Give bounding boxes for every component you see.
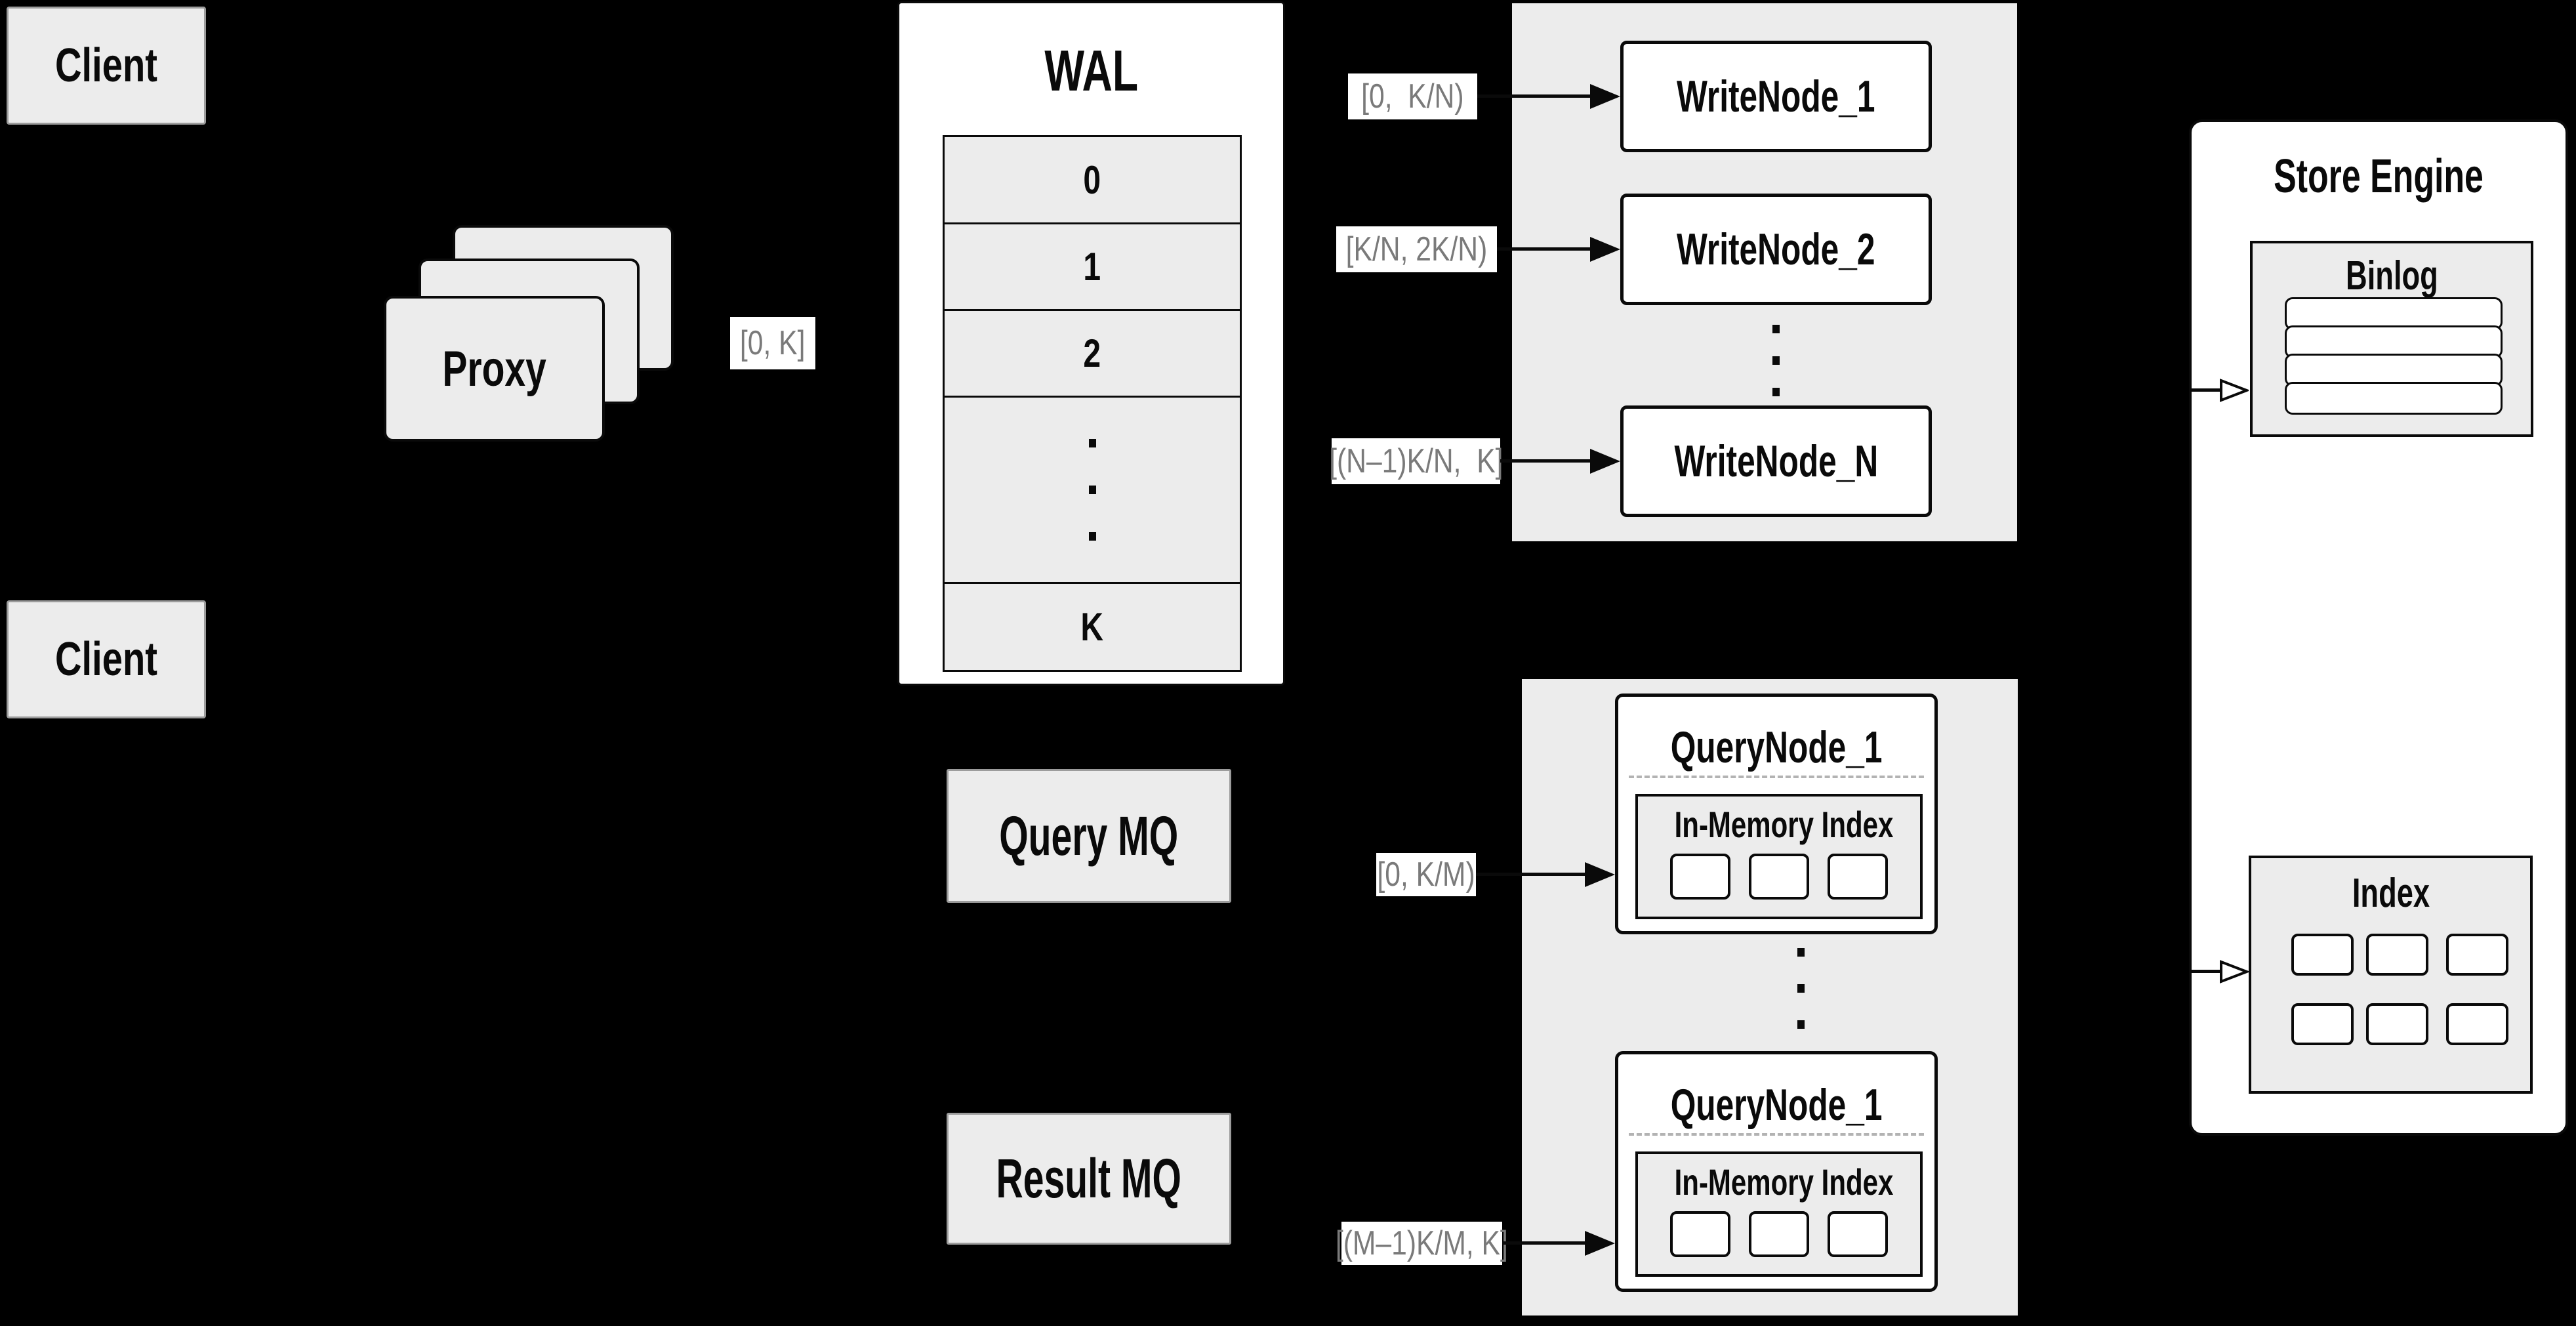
binlog-row: [2285, 382, 2503, 415]
range-label-query-m: [(M–1)K/M, K]: [1336, 1222, 1508, 1265]
range-label-write-n: [(N–1)K/N, K]: [1329, 438, 1503, 484]
result-mq-label: Result MQ: [996, 1148, 1182, 1209]
wal-row-2: 2: [943, 309, 1242, 398]
index-chip: [2446, 934, 2508, 976]
ellipsis-dot-icon: [1772, 356, 1780, 365]
in-memory-index-label-1: In-Memory Index: [1674, 804, 1894, 845]
segment-chip: [1670, 854, 1730, 900]
arrowhead-icon: [1590, 237, 1620, 262]
store-engine-title: Store Engine: [2274, 150, 2484, 203]
proxy-card-front: Proxy: [384, 296, 605, 442]
ellipsis-dot-icon: [1772, 388, 1780, 396]
query-node-1-box: QueryNode_1 In-Memory Index: [1615, 694, 1938, 934]
open-arrowhead-icon: [2220, 379, 2249, 402]
arrowhead-icon: [1585, 862, 1615, 887]
open-arrowhead-icon: [2220, 960, 2249, 984]
arrowhead-icon: [1590, 84, 1620, 109]
wal-box: WAL 0 1 2 K: [897, 1, 1285, 686]
range-label-proxy-wal: [0, K]: [730, 317, 815, 369]
arrow-wal-writenode-1: [1477, 94, 1590, 98]
result-mq-box: Result MQ: [947, 1113, 1231, 1245]
arrow-into-index: [2191, 970, 2222, 973]
arrow-querymq-querynode-1: [1476, 873, 1585, 876]
query-mq-box: Query MQ: [947, 769, 1231, 903]
client-top-label: Client: [54, 39, 157, 92]
index-chip: [2366, 1003, 2428, 1045]
segment-chip: [1828, 1211, 1888, 1257]
arrow-resultmq-querynode-m: [1502, 1241, 1585, 1245]
query-node-1-separator: [1629, 776, 1924, 778]
write-node-n: WriteNode_N: [1620, 405, 1932, 517]
binlog-row: [2285, 297, 2503, 330]
write-node-2: WriteNode_2: [1620, 194, 1932, 305]
range-label-write-1: [0, K/N): [1348, 73, 1477, 119]
client-box-bottom: Client: [7, 600, 206, 718]
wal-table: 0 1 2 K: [943, 135, 1242, 672]
proxy-label: Proxy: [442, 341, 546, 397]
binlog-title: Binlog: [2345, 253, 2438, 299]
arrow-into-binlog: [2191, 388, 2222, 392]
query-node-1-title: QueryNode_1: [1670, 722, 1883, 772]
write-node-1: WriteNode_1: [1620, 41, 1932, 152]
segment-chip: [1670, 1211, 1730, 1257]
wal-row-0: 0: [943, 135, 1242, 224]
index-chip: [2291, 1003, 2354, 1045]
segment-chip: [1749, 854, 1809, 900]
ellipsis-dot-icon: [1797, 948, 1805, 957]
in-memory-index-box-2: In-Memory Index: [1635, 1151, 1923, 1277]
query-node-m-title: QueryNode_1: [1670, 1080, 1883, 1130]
ellipsis-dot-icon: [1797, 1020, 1805, 1029]
index-box: Index: [2249, 856, 2533, 1094]
index-chip: [2446, 1003, 2508, 1045]
segment-chip: [1749, 1211, 1809, 1257]
arrowhead-icon: [1590, 449, 1620, 474]
in-memory-index-box-1: In-Memory Index: [1635, 794, 1923, 919]
index-title: Index: [2352, 871, 2430, 916]
binlog-box: Binlog: [2250, 241, 2533, 437]
ellipsis-dot-icon: [1088, 439, 1096, 447]
store-engine-box: Store Engine Binlog Index: [2189, 119, 2568, 1136]
ellipsis-dot-icon: [1772, 325, 1780, 333]
range-label-query-1: [0, K/M): [1376, 853, 1476, 896]
arrow-wal-writenode-n: [1500, 459, 1590, 463]
wal-title: WAL: [1044, 38, 1138, 103]
ellipsis-dot-icon: [1088, 486, 1096, 494]
ellipsis-dot-icon: [1797, 984, 1805, 993]
in-memory-index-label-2: In-Memory Index: [1674, 1161, 1894, 1203]
wal-row-ellipsis: [943, 396, 1242, 584]
wal-row-k: K: [943, 582, 1242, 672]
arrowhead-icon: [1585, 1231, 1615, 1256]
client-box-top: Client: [7, 7, 206, 125]
query-node-m-separator: [1629, 1133, 1924, 1136]
query-node-m-box: QueryNode_1 In-Memory Index: [1615, 1051, 1938, 1292]
arrow-wal-writenode-2: [1497, 247, 1590, 251]
wal-row-1: 1: [943, 222, 1242, 311]
binlog-row: [2285, 325, 2503, 358]
index-chip: [2366, 934, 2428, 976]
ellipsis-dot-icon: [1088, 532, 1096, 541]
index-chip: [2291, 934, 2354, 976]
range-label-write-2: [K/N, 2K/N): [1336, 226, 1497, 272]
client-bottom-label: Client: [54, 633, 157, 686]
query-mq-label: Query MQ: [999, 804, 1179, 867]
segment-chip: [1828, 854, 1888, 900]
